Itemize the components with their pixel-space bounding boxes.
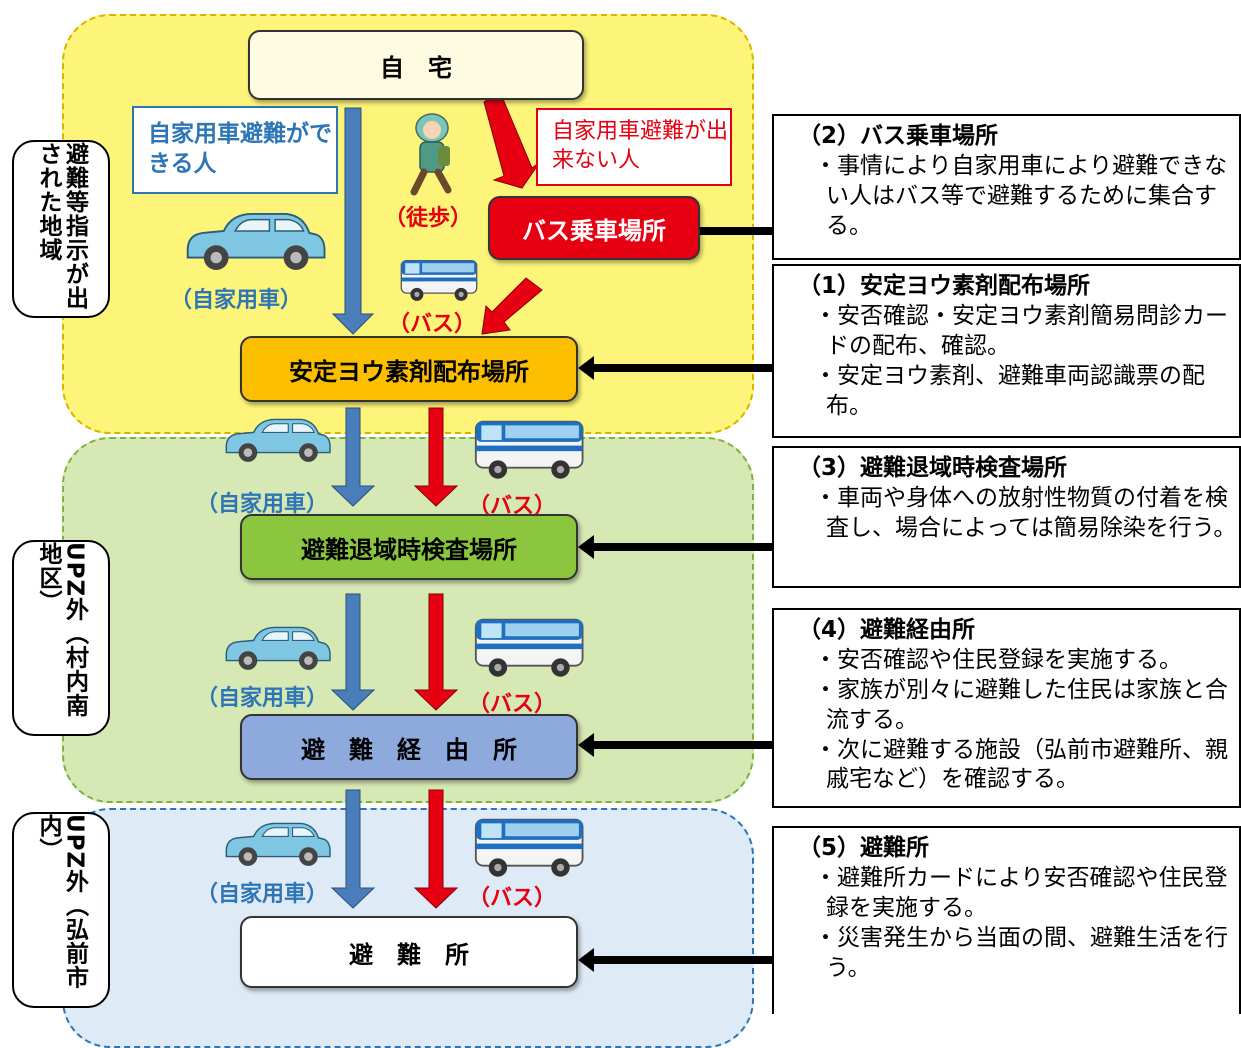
desc-title: （3）避難退域時検査場所: [798, 455, 1068, 481]
node-transit: 避 難 経 由 所: [240, 714, 578, 780]
car-arrow: [330, 593, 376, 711]
legend-cannot-car-text: 自家用車避難が出来ない人: [552, 119, 729, 173]
bus-icon: [474, 618, 584, 678]
connector-arrows: [578, 219, 774, 972]
zone-label-text: UPZ外（村内南地区）: [35, 542, 88, 718]
node-shelter: 避 難 所: [240, 916, 578, 988]
desc-item: ・安否確認・安定ヨウ素剤簡易問診カードの配布、確認。: [814, 302, 1228, 359]
bus-arrow: [413, 407, 459, 507]
desc-item: ・災害発生から当面の間、避難生活を行う。: [814, 924, 1228, 981]
car-arrow: [330, 789, 376, 909]
bus-icon: [400, 259, 478, 302]
flow-arrows: [186, 91, 774, 972]
bus-arrow: [413, 789, 459, 909]
mode-label-walk: （徒歩）: [384, 206, 473, 231]
car-icon: [225, 822, 331, 867]
desc-shelter: （5）避難所 ・避難所カードにより安否確認や住民登録を実施する。 ・災害発生から…: [772, 826, 1241, 1014]
mode-label-bus: （バス）: [468, 886, 557, 911]
desc-title: （4）避難経由所: [798, 617, 976, 643]
desc-title: （2）バス乗車場所: [798, 123, 999, 149]
desc-inspection: （3）避難退域時検査場所 ・車両や身体への放射性物質の付着を検査し、場合によって…: [772, 446, 1241, 588]
desc-item: ・安定ヨウ素剤、避難車両認識票の配布。: [814, 362, 1205, 419]
desc-distribution: （1）安定ヨウ素剤配布場所 ・安否確認・安定ヨウ素剤簡易問診カードの配布、確認。…: [772, 264, 1241, 438]
legend-can-car-text: 自家用車避難ができる人: [148, 121, 332, 177]
desc-item: ・安否確認や住民登録を実施する。: [814, 646, 1182, 673]
desc-item: ・次に避難する施設（弘前市避難所、親戚宅など）を確認する。: [814, 736, 1228, 793]
zone-label-text: UPZ外（弘前市内）: [35, 814, 88, 990]
bus-icon: [474, 818, 584, 878]
legend-cannot-car: 自家用車避難が出来ない人: [536, 108, 732, 186]
node-inspection: 避難退域時検査場所: [240, 514, 578, 580]
node-home: 自 宅: [248, 30, 584, 100]
desc-item: ・家族が別々に避難した住民は家族と合流する。: [814, 676, 1228, 733]
zone-label-upz-village: UPZ外（村内南地区）: [12, 540, 110, 736]
car-icon: [225, 626, 331, 671]
desc-bus-stop: （2）バス乗車場所 ・事情により自家用車により避難できない人はバス等で避難するた…: [772, 114, 1241, 260]
bus-icon: [474, 420, 584, 480]
desc-transit: （4）避難経由所 ・安否確認や住民登録を実施する。 ・家族が別々に避難した住民は…: [772, 608, 1241, 808]
desc-title: （1）安定ヨウ素剤配布場所: [798, 273, 1091, 299]
node-bus-stop: バス乗車場所: [488, 196, 700, 260]
walking-person-icon: [410, 113, 452, 196]
zone-label-upz-city: UPZ外（弘前市内）: [12, 812, 110, 1008]
desc-item: ・事情により自家用車により避難できない人はバス等で避難するために集合する。: [814, 152, 1228, 239]
mode-label-car: （自家用車）: [196, 882, 329, 907]
bus-arrow: [483, 91, 541, 189]
desc-title: （5）避難所: [798, 835, 930, 861]
legend-can-car: 自家用車避難ができる人: [132, 106, 338, 194]
bus-arrow: [481, 277, 543, 335]
car-arrow: [330, 407, 376, 507]
zone-label-text: 避難等指示が出された地域: [35, 142, 88, 310]
mode-label-car: （自家用車）: [196, 492, 329, 517]
desc-item: ・車両や身体への放射性物質の付着を検査し、場合によっては簡易除染を行う。: [814, 484, 1237, 541]
zone-label-evacuation-order: 避難等指示が出された地域: [12, 140, 110, 318]
mode-label-bus: （バス）: [468, 692, 557, 717]
desc-item: ・避難所カードにより安否確認や住民登録を実施する。: [814, 864, 1228, 921]
mode-label-car: （自家用車）: [170, 288, 303, 313]
mode-label-car: （自家用車）: [196, 686, 329, 711]
car-arrow: [331, 107, 375, 335]
node-distribution: 安定ヨウ素剤配布場所: [240, 336, 578, 402]
mode-label-bus: （バス）: [388, 312, 477, 337]
car-icon: [186, 212, 326, 271]
car-icon: [225, 418, 331, 463]
bus-arrow: [413, 593, 459, 711]
